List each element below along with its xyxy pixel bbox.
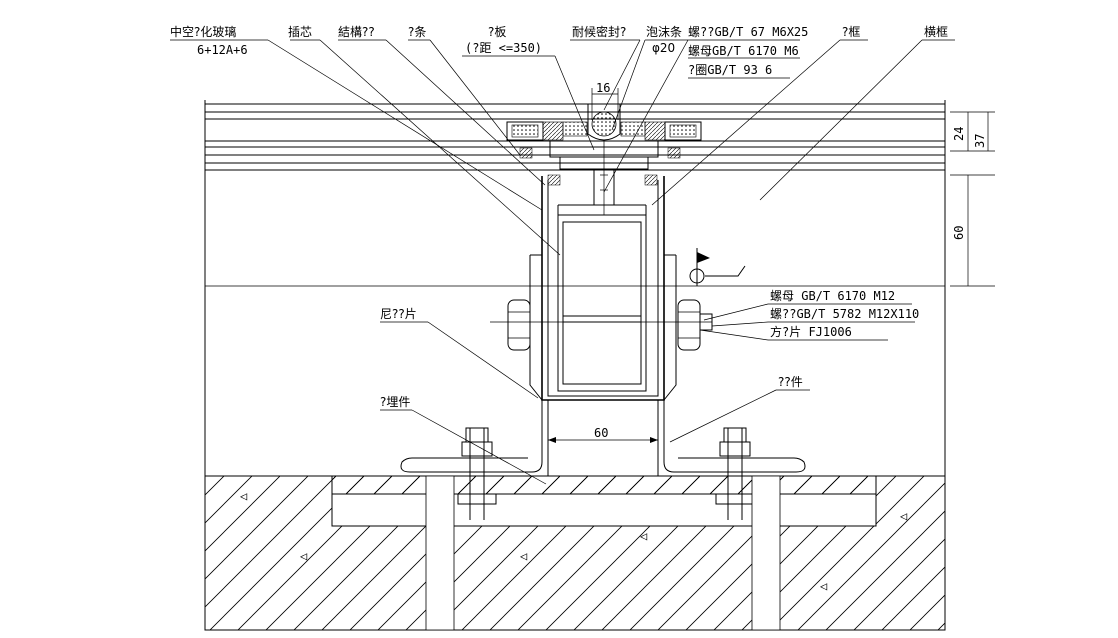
mullion <box>541 176 665 401</box>
label-nylon-pad: 尼??片 <box>380 307 417 321</box>
label-connector: ??件 <box>778 375 803 389</box>
label-bolt-side: 螺??GB/T 5782 M12X110 <box>770 307 919 321</box>
label-washer-top: ?圈GB/T 93 6 <box>688 63 772 77</box>
callout-labels: 中空?化玻璃 6+12A+6 插芯 結構?? ?条 ?板 (?距 <=350) … <box>170 24 948 409</box>
label-weather-seal: 耐候密封? <box>572 24 626 39</box>
label-screw-top: 螺??GB/T 67 M6X25 <box>688 25 808 39</box>
dim-label-60-right: 60 <box>952 226 966 240</box>
label-foam-strip: 泡沫条 <box>646 25 682 39</box>
label-hollow-glass: 中空?化玻璃 <box>170 24 236 39</box>
dim-label-60-bottom: 60 <box>594 426 608 440</box>
svg-text:◁: ◁ <box>239 489 247 503</box>
svg-text:◁: ◁ <box>899 509 907 523</box>
svg-text:◁: ◁ <box>639 529 647 543</box>
label-structural-adhesive: 結構?? <box>338 25 375 39</box>
leader-lines <box>170 39 955 485</box>
dim-label-24: 24 <box>952 127 966 141</box>
anchor-bolts <box>457 427 755 520</box>
side-bolt <box>490 299 713 351</box>
label-square-pad: 方?片 FJ1006 <box>770 324 852 339</box>
connector-brackets <box>400 254 808 477</box>
label-strip: ?条 <box>408 25 426 39</box>
pressure-plate <box>519 140 681 215</box>
dim-label-16: 16 <box>596 81 610 95</box>
svg-text:◁: ◁ <box>299 549 307 563</box>
level-symbol <box>205 248 945 287</box>
label-plate: ?板 <box>488 25 506 39</box>
label-insert-core: 插芯 <box>288 25 312 39</box>
dimension-right: 24 37 60 <box>950 111 995 287</box>
label-foam-diameter: φ20 <box>652 41 675 55</box>
label-glass-spec: 6+12A+6 <box>197 43 248 57</box>
label-embedded-part: ?埋件 <box>380 395 410 409</box>
label-frame: ?框 <box>842 25 860 39</box>
label-nut-side: 螺母 GB/T 6170 M12 <box>770 289 895 303</box>
label-nut-top: 螺母GB/T 6170 M6 <box>688 44 799 58</box>
dim-label-37: 37 <box>973 134 987 148</box>
glass-spacers <box>506 121 702 141</box>
label-plate-spacing: (?距 <=350) <box>465 41 542 55</box>
dimension-60-bottom: 60 <box>548 426 658 443</box>
concrete-slab: ◁ ◁ ◁ ◁ ◁ ◁ <box>204 475 946 631</box>
svg-text:◁: ◁ <box>519 549 527 563</box>
label-transom: 横框 <box>924 25 948 39</box>
svg-text:◁: ◁ <box>819 579 827 593</box>
dimension-16: 16 <box>591 81 619 120</box>
